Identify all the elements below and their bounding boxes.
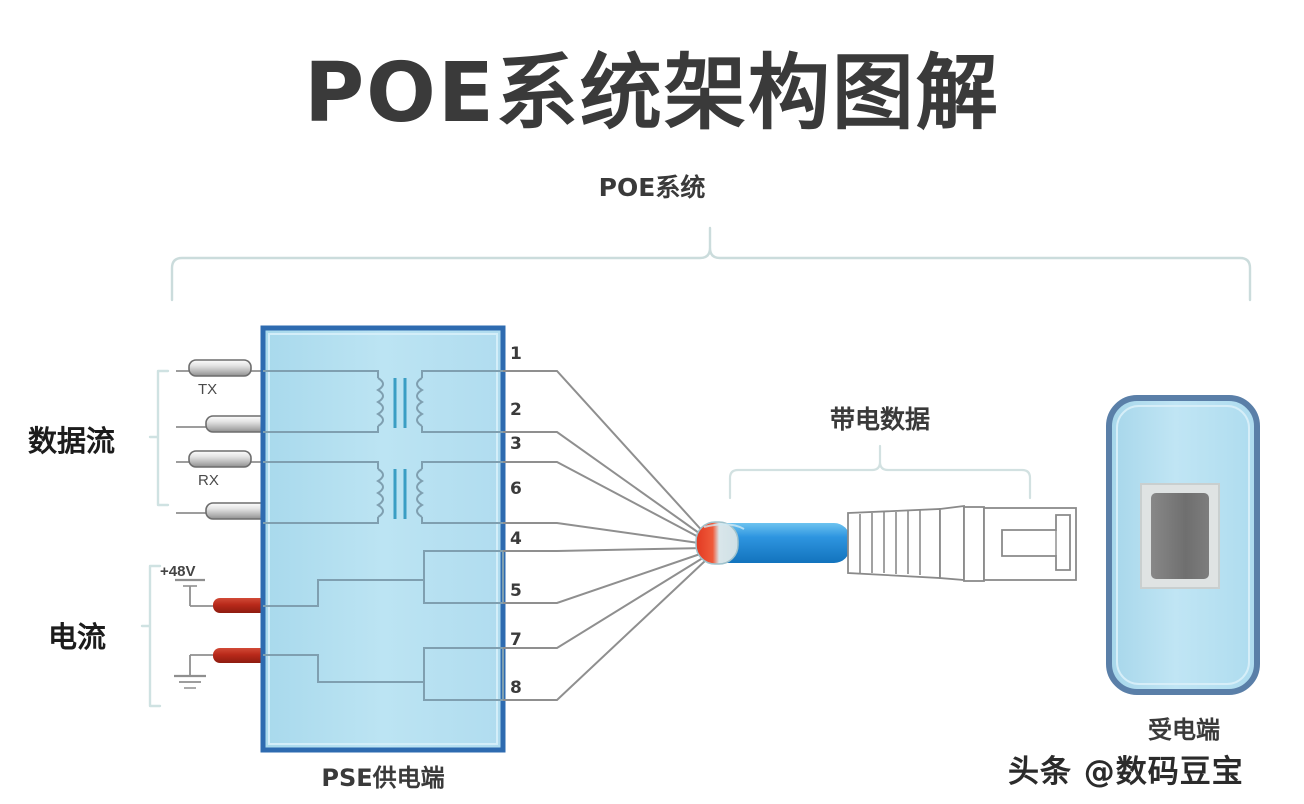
powered-data-brace [728, 444, 1032, 500]
pd-label: 受电端 [1148, 716, 1220, 744]
pin-number-7: 7 [510, 630, 522, 650]
resistor-rx-top [188, 450, 252, 468]
current-label: 电流 [48, 620, 107, 654]
ethernet-pair-wires [503, 370, 707, 701]
ground-symbol [174, 654, 215, 689]
transformer-upper [263, 370, 503, 433]
current-bracket [140, 564, 162, 708]
pse-label: PSE供电端 [321, 764, 445, 792]
pd-device-box[interactable] [1106, 395, 1260, 695]
pin-number-6: 6 [510, 479, 522, 499]
system-brace [170, 226, 1252, 302]
voltage-label: +48V [160, 563, 196, 580]
system-label: POE系统 [598, 173, 706, 202]
rx-label: RX [198, 472, 219, 489]
data-signal-lines [176, 370, 265, 514]
transformer-lower [263, 461, 503, 524]
resistor-tx-top [188, 359, 252, 377]
rj45-boot [847, 504, 985, 582]
pin-number-5: 5 [510, 581, 522, 601]
pse-device-box[interactable] [260, 325, 506, 753]
resistor-rx-bottom [205, 502, 269, 520]
power-bar-positive [213, 598, 275, 613]
watermark: 头条 @数码豆宝 [1008, 754, 1244, 790]
resistor-tx-bottom [205, 415, 269, 433]
powered-data-label: 带电数据 [829, 405, 930, 434]
battery-symbol [175, 578, 215, 607]
pin-number-2: 2 [510, 400, 522, 420]
data-flow-label: 数据流 [28, 424, 116, 458]
pin-number-3: 3 [510, 434, 522, 454]
ethernet-cable [695, 521, 850, 565]
power-block-upper [263, 550, 504, 607]
rj45-connector [983, 507, 1077, 581]
tx-label: TX [198, 381, 218, 398]
power-block-lower [263, 647, 504, 701]
power-bar-negative [213, 648, 275, 663]
pin-number-4: 4 [510, 529, 522, 549]
page-title: POE系统架构图解 [304, 46, 1000, 141]
pin-number-8: 8 [510, 678, 522, 698]
pin-number-1: 1 [510, 344, 522, 364]
data-flow-bracket [148, 369, 170, 507]
